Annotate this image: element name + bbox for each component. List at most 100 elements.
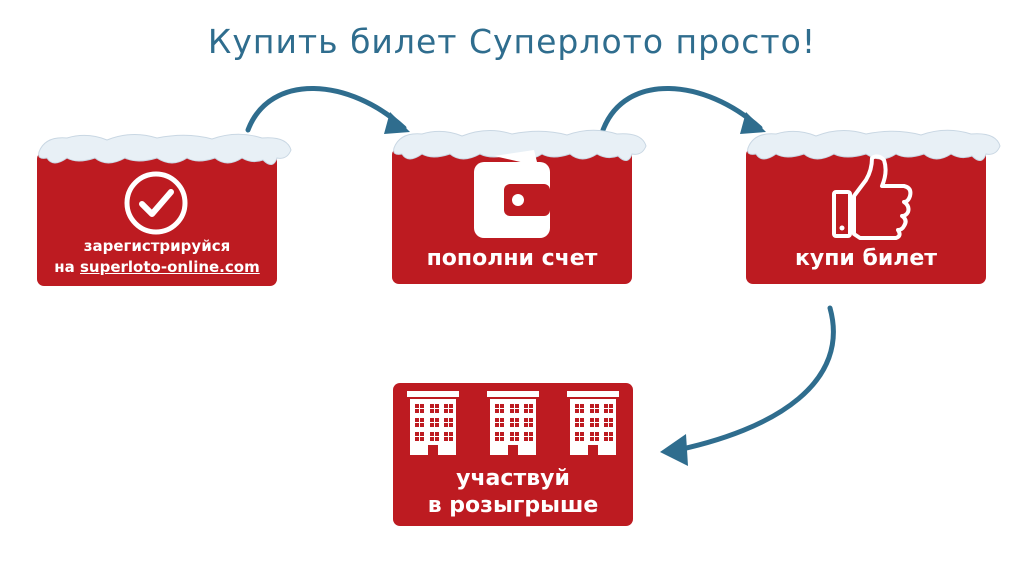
building-window [500,404,504,408]
building-window [590,404,594,408]
building-window [595,404,599,408]
building-window [575,432,579,436]
building-window [415,404,419,408]
building-window [449,437,453,441]
building-window [415,423,419,427]
building-window [444,409,448,413]
building-window [595,432,599,436]
building-window [510,409,514,413]
building-window [609,432,613,436]
checkmark-circle-icon [124,171,188,235]
site-link[interactable]: superloto-online.com [80,258,260,276]
building-window [495,437,499,441]
snow-cap [38,133,292,165]
building-window [449,418,453,422]
building-window [435,418,439,422]
building-window [524,418,528,422]
building-window [495,409,499,413]
building-window [529,432,533,436]
building-window [595,437,599,441]
building-window [580,409,584,413]
building-window [430,437,434,441]
building-window [595,409,599,413]
step-participate-card[interactable]: участвуй в розыгрыше [393,383,633,526]
building-window [415,432,419,436]
building-window [604,437,608,441]
snow-cap [393,129,647,161]
building-window [435,404,439,408]
step-deposit-label: пополни счет [426,246,598,271]
building-window [604,409,608,413]
building-window [420,423,424,427]
building-window [609,418,613,422]
building-window [430,418,434,422]
page-title: Купить билет Суперлото просто! [207,22,817,61]
building-window [515,418,519,422]
building-window [529,404,533,408]
building-window [495,432,499,436]
building-window [575,423,579,427]
building-window [529,437,533,441]
building-window [420,409,424,413]
building-window [500,418,504,422]
building-window [500,437,504,441]
step-register-card[interactable]: зарегистрируйся на superloto-online.com [37,133,292,286]
building-window [529,423,533,427]
building-window [524,432,528,436]
arrow-head-2 [740,112,766,134]
building-door [508,445,518,455]
building-window [495,423,499,427]
building-window [609,423,613,427]
building-window [510,423,514,427]
building-window [609,437,613,441]
building-window [449,432,453,436]
building-window [415,437,419,441]
building-window [590,423,594,427]
building-door [428,445,438,455]
building-window [495,418,499,422]
building-window [515,437,519,441]
building-window [524,423,528,427]
building-window [590,432,594,436]
building-window [580,423,584,427]
step-buy-card[interactable]: купи билет [746,129,1001,284]
building-window [604,423,608,427]
building-window [590,418,594,422]
step-deposit-card[interactable]: пополни счет [392,129,647,284]
building-window [435,409,439,413]
building-window [415,418,419,422]
building-door [588,445,598,455]
thumbs-up-icon [832,154,913,240]
arrow-step1-to-step2 [245,86,407,133]
buildings-icon [407,391,619,455]
building-window [580,432,584,436]
building-window [415,409,419,413]
building-window [515,432,519,436]
building-window [430,423,434,427]
building-window [495,404,499,408]
step-participate-label: участвуй в розыгрыше [427,466,599,518]
building-window [604,404,608,408]
step-buy-label: купи билет [794,246,938,271]
building-window [575,404,579,408]
building-window [609,409,613,413]
arrow-step2-to-step3 [600,86,763,133]
building-window [604,418,608,422]
building-window [430,409,434,413]
building-window [420,404,424,408]
building-window [595,423,599,427]
building-window [590,409,594,413]
building-window [575,418,579,422]
building-window [524,437,528,441]
building-window [500,432,504,436]
building-window [575,437,579,441]
arrow-head-1 [384,112,410,134]
building-window [515,423,519,427]
building-window [435,423,439,427]
building-window [444,423,448,427]
building-window [575,409,579,413]
building-window [420,418,424,422]
building-window [510,404,514,408]
building-window [444,418,448,422]
building-window [590,437,594,441]
